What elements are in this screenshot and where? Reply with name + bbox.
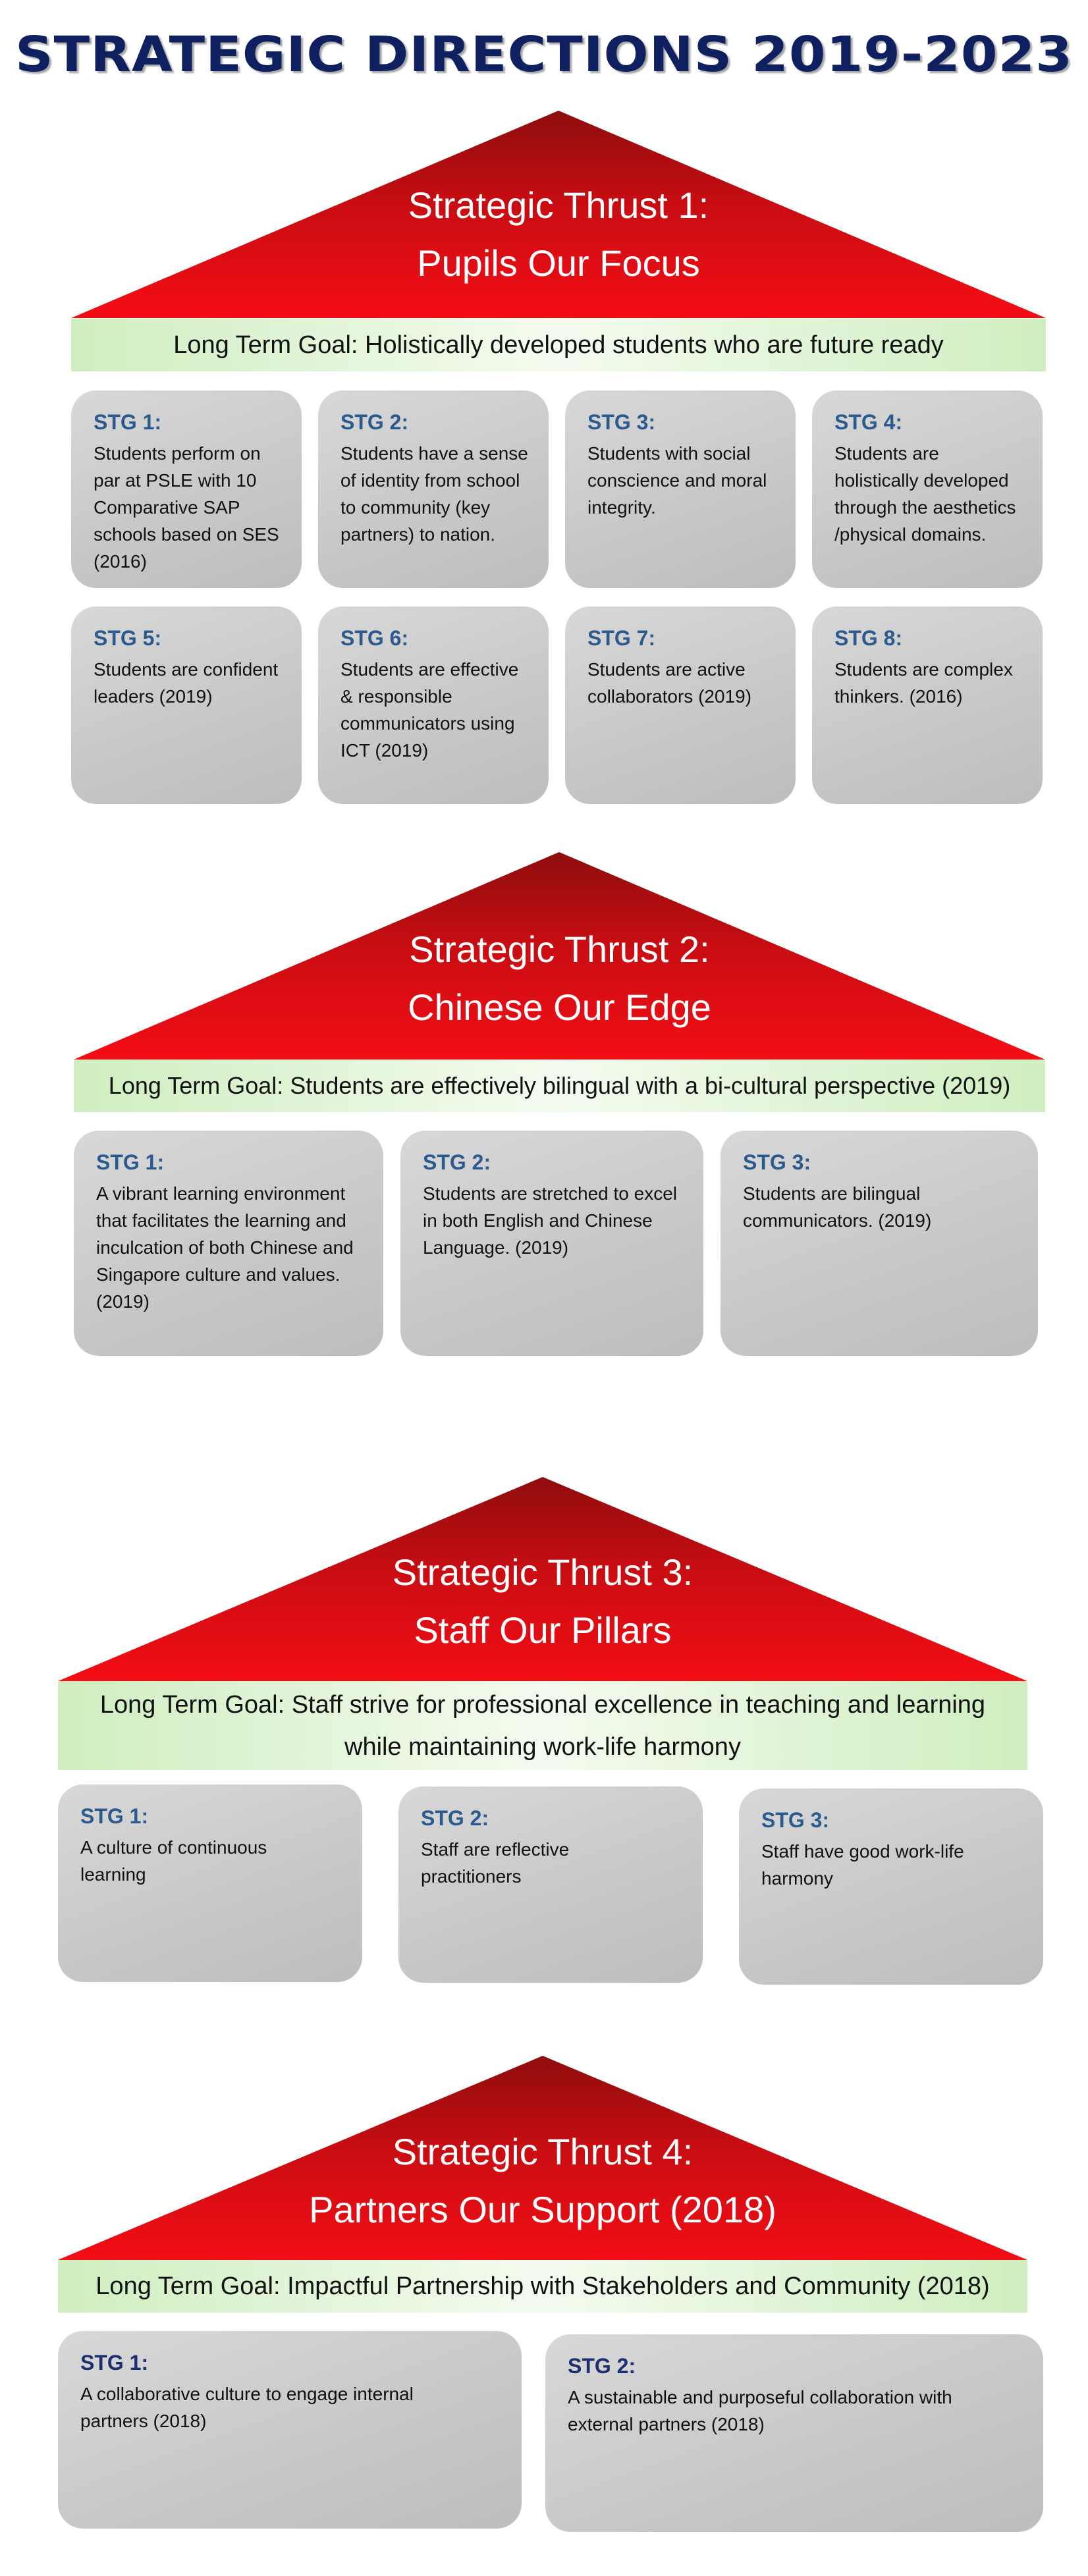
stg-text: Students with social conscience and mora… [587,443,767,518]
thrust-3-stg-1-card: STG 1: A culture of continuous learning [58,1784,362,1982]
thrust-3-stg-2-card: STG 2: Staff are reflective practitioner… [398,1786,703,1983]
thrust-4-goal: Long Term Goal: Impactful Partnership wi… [58,2260,1027,2313]
stg-label: STG 2: [421,1806,489,1830]
stg-label: STG 2: [568,2354,636,2378]
thrust-1-stg-5-card: STG 5: Students are confident leaders (2… [71,606,302,804]
thrust-4-roof [58,2056,1027,2260]
stg-text: Students are confident leaders (2019) [94,659,279,707]
thrust-3-stg-3-card: STG 3: Staff have good work-life harmony [739,1788,1043,1985]
stg-label: STG 7: [587,626,656,650]
stg-text: Staff are reflective practitioners [421,1839,570,1887]
stg-text: Students are active collaborators (2019) [587,659,752,707]
stg-text: Staff have good work-life harmony [761,1841,964,1889]
thrust-4-title: Strategic Thrust 4: Partners Our Support… [58,2123,1027,2239]
thrust-2-title-line2: Chinese Our Edge [408,986,711,1028]
thrust-2-roof [74,852,1045,1060]
thrust-1-stg-2-card: STG 2: Students have a sense of identity… [318,390,549,588]
stg-text: Students are holistically developed thro… [834,443,1016,545]
thrust-1-stg-3-card: STG 3: Students with social conscience a… [565,390,796,588]
stg-text: Students are stretched to excel in both … [423,1183,677,1258]
thrust-2-stg-1-card: STG 1: A vibrant learning environment th… [74,1131,383,1356]
stg-label: STG 6: [340,626,409,650]
stg-text: A vibrant learning environment that faci… [96,1183,354,1312]
stg-text: A sustainable and purposeful collaborati… [568,2387,952,2434]
stg-text: Students have a sense of identity from s… [340,443,528,545]
stg-text: Students are complex thinkers. (2016) [834,659,1013,707]
thrust-4-title-line1: Strategic Thrust 4: [392,2131,694,2172]
stg-text: A collaborative culture to engage intern… [80,2384,414,2431]
stg-label: STG 3: [743,1150,811,1174]
stg-label: STG 1: [96,1150,165,1174]
thrust-2-title-line1: Strategic Thrust 2: [409,928,710,970]
thrust-1-title: Strategic Thrust 1: Pupils Our Focus [71,176,1046,292]
thrust-1-stg-6-card: STG 6: Students are effective & responsi… [318,606,549,804]
thrust-4-stg-2-card: STG 2: A sustainable and purposeful coll… [545,2334,1043,2532]
thrust-1-stg-1-card: STG 1: Students perform on par at PSLE w… [71,390,302,588]
thrust-4-stg-1-card: STG 1: A collaborative culture to engage… [58,2331,522,2529]
thrust-3-goal-line2: while maintaining work-life harmony [344,1732,741,1761]
stg-label: STG 3: [761,1808,830,1832]
stg-label: STG 5: [94,626,162,650]
thrust-2-stg-2-card: STG 2: Students are stretched to excel i… [400,1131,703,1356]
page-title: STRATEGIC DIRECTIONS 2019-2023 [15,26,1073,83]
thrust-1-goal: Long Term Goal: Holistically developed s… [71,319,1046,371]
stg-label: STG 2: [340,410,409,434]
stg-label: STG 3: [587,410,656,434]
thrust-3-roof [58,1477,1027,1681]
thrust-2-title: Strategic Thrust 2: Chinese Our Edge [74,921,1045,1036]
thrust-1-stg-7-card: STG 7: Students are active collaborators… [565,606,796,804]
stg-text: Students are bilingual communicators. (2… [743,1183,932,1231]
stg-label: STG 4: [834,410,903,434]
thrust-1-stg-4-card: STG 4: Students are holistically develop… [812,390,1043,588]
thrust-3-title-line2: Staff Our Pillars [414,1609,672,1651]
thrust-4-title-line2: Partners Our Support (2018) [309,2189,776,2230]
thrust-3-goal: Long Term Goal: Staff strive for profess… [58,1681,1027,1770]
stg-text: Students perform on par at PSLE with 10 … [94,443,279,572]
thrust-2-stg-3-card: STG 3: Students are bilingual communicat… [721,1131,1038,1356]
thrust-2-goal: Long Term Goal: Students are effectively… [74,1060,1045,1112]
stg-label: STG 1: [80,2351,149,2375]
stg-text: Students are effective & responsible com… [340,659,519,761]
thrust-3-title-line1: Strategic Thrust 3: [392,1551,694,1593]
thrust-1-roof [71,111,1046,318]
stg-text: A culture of continuous learning [80,1837,267,1885]
thrust-3-title: Strategic Thrust 3: Staff Our Pillars [58,1543,1027,1659]
thrust-1-title-line1: Strategic Thrust 1: [408,184,709,226]
thrust-1-stg-8-card: STG 8: Students are complex thinkers. (2… [812,606,1043,804]
stg-label: STG 2: [423,1150,491,1174]
thrust-1-title-line2: Pupils Our Focus [417,242,700,284]
stg-label: STG 1: [94,410,162,434]
stg-label: STG 8: [834,626,903,650]
stg-label: STG 1: [80,1804,149,1828]
thrust-3-goal-line1: Long Term Goal: Staff strive for profess… [99,1690,986,1719]
